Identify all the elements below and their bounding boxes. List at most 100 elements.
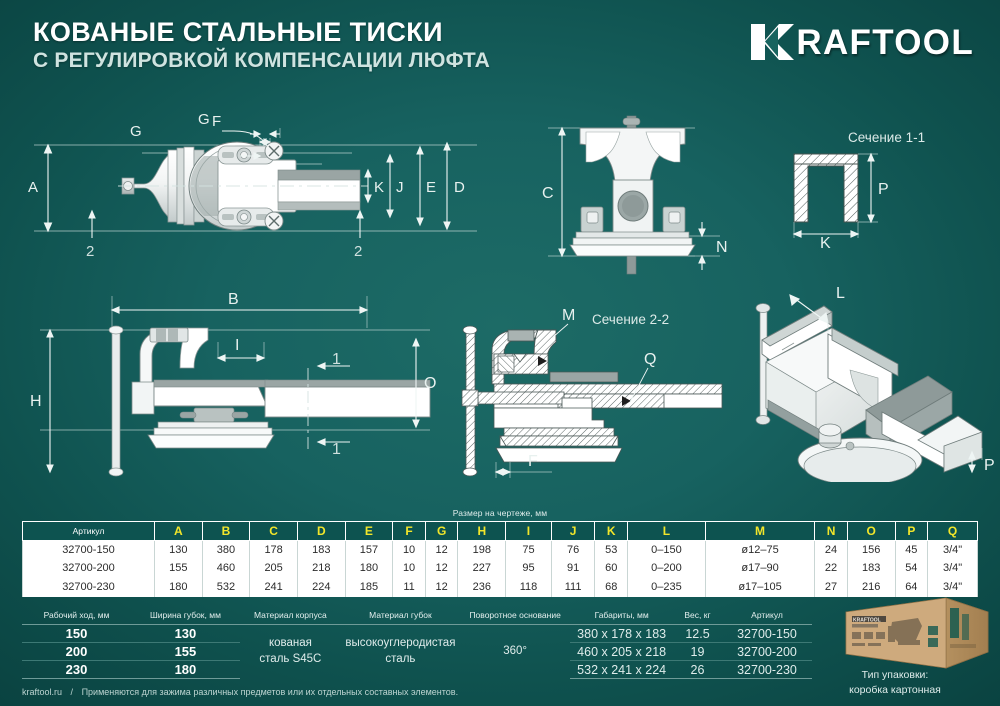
cell-Q: 3/4"	[927, 577, 978, 596]
cell-N: 24	[814, 540, 848, 559]
dim-label-B: B	[228, 291, 239, 308]
table1-col-M: M	[704, 521, 816, 541]
cell-L: 0–235	[627, 577, 706, 596]
cell-I: 118	[505, 577, 552, 596]
drawing-section-1-1: Сечение 1-1 P K	[792, 130, 925, 252]
cell-Q: 3/4"	[927, 559, 978, 578]
cell-E: 157	[344, 540, 394, 559]
cell-M: ø17–90	[704, 559, 816, 578]
cell-weight: 12.5	[672, 624, 723, 643]
cell-dimensions: 532 x 241 x 224	[570, 660, 673, 679]
logo-wordmark: RAFTOOL	[796, 22, 974, 62]
dim-label-F-sec: F	[528, 453, 538, 470]
cell-H: 227	[457, 559, 507, 578]
cell-N: 27	[814, 577, 848, 596]
brand-logo: RAFTOOL	[749, 22, 974, 62]
body-material-line1: кованая	[268, 637, 312, 650]
table1-col-G: G	[424, 521, 459, 541]
table1-col-I: I	[505, 521, 552, 541]
cell-A: 155	[153, 559, 203, 578]
cell-P: 64	[894, 577, 929, 596]
cell-weight: 19	[672, 642, 723, 661]
cell-article: 32700-150	[722, 624, 812, 643]
dim-label-P-sec: P	[878, 181, 889, 198]
table2-col-swivel-base: Поворотное основание	[459, 608, 571, 625]
cell-O: 216	[846, 577, 896, 596]
section-mark-1-top: 1	[332, 351, 341, 368]
table1-col-L: L	[627, 521, 706, 541]
table2-col-article: Артикул	[722, 608, 812, 625]
cell-stroke: 150	[22, 624, 132, 643]
section-mark-2-left: 2	[86, 243, 94, 260]
cell-Q: 3/4"	[927, 540, 978, 559]
specifications-table: Рабочий ход, мм Ширина губок, мм Материа…	[22, 608, 812, 679]
dim-label-N: N	[716, 239, 728, 256]
cell-G: 12	[424, 577, 459, 596]
cell-P: 45	[894, 540, 929, 559]
cell-G: 12	[424, 559, 459, 578]
dim-label-F-text: F	[212, 113, 221, 130]
dim-label-A: A	[28, 179, 38, 196]
table1-col-C: C	[249, 521, 298, 541]
cell-B: 380	[201, 540, 251, 559]
dim-label-K-sec: K	[820, 235, 831, 252]
table2-col-weight: Вес, кг	[672, 608, 723, 625]
cell-jaw-width: 180	[131, 660, 240, 679]
cell-F: 10	[392, 540, 426, 559]
cell-G: 12	[424, 540, 459, 559]
cell-I: 95	[505, 559, 552, 578]
cell-dimensions: 380 x 178 x 183	[570, 624, 673, 643]
table2-header-row: Рабочий ход, мм Ширина губок, мм Материа…	[22, 608, 812, 625]
table1-header-row: Артикул A B C D E F G H I J K L M N O P …	[22, 521, 978, 541]
cell-D: 224	[296, 577, 346, 596]
title-block: КОВАНЫЕ СТАЛЬНЫЕ ТИСКИ с регулировкой ко…	[33, 17, 490, 73]
header: КОВАНЫЕ СТАЛЬНЫЕ ТИСКИ с регулировкой ко…	[0, 0, 1000, 88]
table2-col-stroke: Рабочий ход, мм	[22, 608, 132, 625]
box-brand-text: KRAFTOOL	[853, 617, 881, 623]
jaw-material-line2: сталь	[385, 652, 416, 665]
cell-A: 180	[153, 577, 203, 596]
drawing-side-view: B H I O 1 1	[30, 291, 436, 477]
cell-J: 111	[550, 577, 596, 596]
footer-site[interactable]: kraftool.ru	[22, 687, 63, 697]
cell-D: 183	[296, 540, 346, 559]
packaging-caption-line1: Тип упаковки:	[861, 669, 929, 681]
dim-label-C: C	[542, 185, 554, 202]
packaging-caption-line2: коробка картонная	[849, 684, 941, 697]
drawing-section-2-2: Сечение 2-2	[461, 307, 723, 478]
table1-col-D: D	[296, 521, 346, 541]
cell-article: 32700-200	[22, 559, 155, 578]
cell-O: 183	[846, 559, 896, 578]
cell-article: 32700-200	[722, 642, 812, 661]
table2-col-body-material: Материал корпуса	[239, 608, 341, 625]
cell-L: 0–200	[627, 559, 706, 578]
dim-label-I: I	[235, 337, 239, 354]
page-title: КОВАНЫЕ СТАЛЬНЫЕ ТИСКИ	[33, 17, 443, 47]
section-2-2-title: Сечение 2-2	[592, 312, 669, 327]
cell-dimensions: 460 x 205 x 218	[570, 642, 673, 661]
jaw-material-line1: высокоуглеродистая	[345, 637, 456, 650]
packaging-caption: Тип упаковки: коробка картонная	[795, 668, 995, 698]
cell-E: 185	[344, 577, 394, 596]
cell-F: 10	[392, 559, 426, 578]
table-row: 32700-150 130 380 178 183 157 10 12 198 …	[22, 540, 978, 559]
table1-col-A: A	[153, 521, 203, 541]
cell-C: 178	[249, 540, 298, 559]
dim-label-M: M	[562, 307, 575, 324]
dim-label-L: L	[836, 285, 845, 302]
cell-N: 22	[814, 559, 848, 578]
cell-L: 0–150	[627, 540, 706, 559]
cell-I: 75	[505, 540, 552, 559]
table1-col-B: B	[201, 521, 251, 541]
table1-col-F: F	[392, 521, 426, 541]
cell-M: ø17–105	[704, 577, 816, 596]
footer-note: Применяются для зажима различных предмет…	[81, 687, 459, 697]
cell-O: 156	[846, 540, 896, 559]
dim-label-E: E	[426, 179, 436, 196]
dimensions-table: Артикул A B C D E F G H I J K L M N O P …	[22, 521, 978, 597]
cell-jaw-material: высокоуглеродистая сталь	[341, 625, 460, 679]
table-row: 230 180 532 x 241 x 224 26 32700-230	[22, 660, 812, 679]
cell-swivel-base: 360°	[503, 644, 528, 657]
body-material-line2: сталь S45C	[259, 652, 322, 665]
table1-caption: Размер на чертеже, мм	[452, 508, 548, 518]
